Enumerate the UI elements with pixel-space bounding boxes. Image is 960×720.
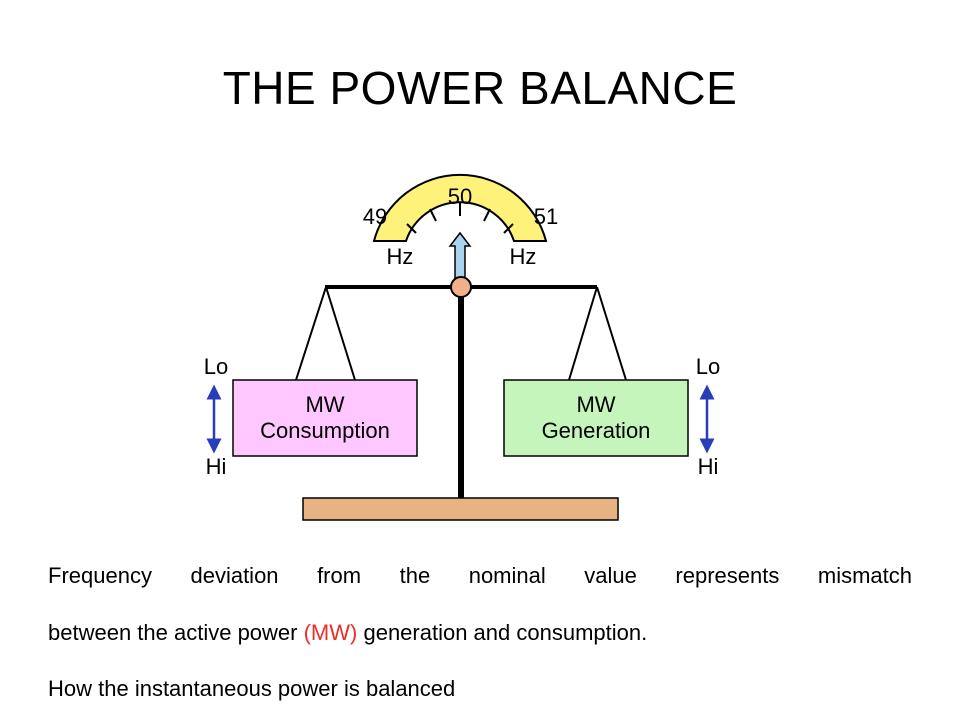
dial-unit-right: Hz (510, 244, 537, 269)
left-pan-strings (295, 286, 356, 381)
dial-label-51: 51 (534, 204, 558, 229)
right-lo-label: Lo (696, 354, 720, 379)
description-line-3: How the instantaneous power is balanced (48, 676, 456, 701)
consumption-label: Consumption (260, 418, 390, 443)
consumption-label-mw: MW (305, 392, 344, 417)
right-hi-label: Hi (698, 454, 719, 479)
right-pan-strings (568, 286, 627, 381)
description-line-2-end: generation and consumption. (357, 620, 648, 645)
left-lo-label: Lo (204, 354, 228, 379)
generation-box (503, 379, 689, 457)
scale-base (302, 497, 619, 521)
dial-unit-left: Hz (387, 244, 414, 269)
generation-label-mw: MW (576, 392, 615, 417)
page-title: THE POWER BALANCE (222, 62, 738, 114)
frequency-dial (372, 173, 548, 242)
consumption-box (232, 379, 418, 457)
mw-highlight: (MW) (303, 620, 358, 645)
scale-pivot (450, 276, 472, 298)
description-line-2-start: between the active power (48, 620, 304, 645)
dial-label-50: 50 (448, 184, 472, 209)
frequency-pointer-arrow (448, 231, 472, 281)
description-line-2: between the active power (MW) generation… (48, 619, 912, 647)
dial-label-49: 49 (363, 204, 387, 229)
dial-ticks (406, 202, 514, 234)
description-line-1: Frequency deviation from the nominal val… (48, 563, 912, 588)
left-hi-label: Hi (206, 454, 227, 479)
generation-label: Generation (542, 418, 651, 443)
